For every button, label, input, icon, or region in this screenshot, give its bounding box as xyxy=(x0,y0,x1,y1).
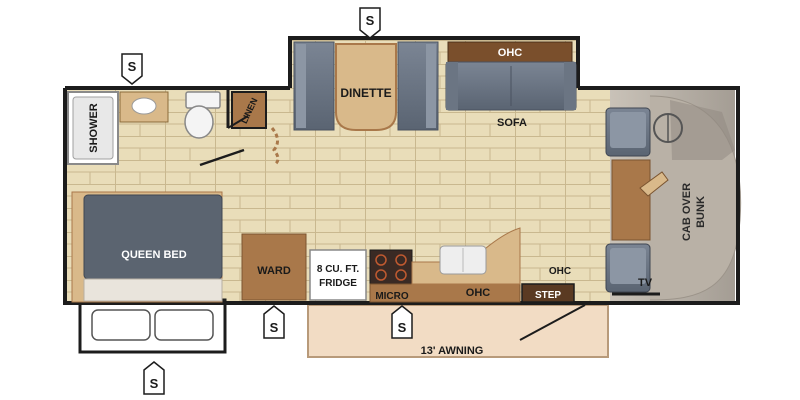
shower-label: SHOWER xyxy=(88,103,100,153)
sofa-label: SOFA xyxy=(497,117,527,129)
awning xyxy=(307,304,609,358)
bathroom-sink xyxy=(119,91,169,123)
slideout-marker-bath: S xyxy=(121,53,143,85)
shower: SHOWER xyxy=(67,91,119,165)
fridge: 8 CU. FT. FRIDGE xyxy=(309,249,367,301)
slideout-marker-ward-label: S xyxy=(270,320,279,335)
ohc-right-label: OHC xyxy=(549,266,571,277)
queen-bed: QUEEN BED xyxy=(71,191,223,303)
queen-bed-label: QUEEN BED xyxy=(121,249,186,261)
cab-over-bunk-label-line2: BUNK xyxy=(695,196,707,228)
dinette-label: DINETTE xyxy=(340,86,391,100)
ohc-top: OHC xyxy=(447,41,573,63)
fridge-label-line2: FRIDGE xyxy=(319,278,357,289)
tv: TV xyxy=(612,277,660,296)
linen-closet: LINEN xyxy=(231,91,267,129)
bathroom-walls xyxy=(199,88,280,167)
slideout-marker-kitchen: S xyxy=(391,305,413,339)
sofa: SOFA xyxy=(445,61,577,129)
driver-seat xyxy=(605,107,651,157)
fridge-label-line1: 8 CU. FT. xyxy=(317,264,359,275)
slideout-marker-top: S xyxy=(359,7,381,39)
slideout-marker-bed: S xyxy=(143,361,165,395)
passenger-seat xyxy=(605,243,651,293)
ward-label: WARD xyxy=(257,265,291,277)
slideout-marker-bed-label: S xyxy=(150,376,159,391)
stove xyxy=(369,249,413,285)
steering-wheel xyxy=(653,113,683,143)
dinette: DINETTE xyxy=(293,41,439,131)
pillows xyxy=(91,309,214,341)
ohc-top-label: OHC xyxy=(498,47,523,59)
micro-label: MICRO xyxy=(375,291,409,302)
wardrobe: WARD xyxy=(241,233,307,301)
slideout-marker-kitchen-label: S xyxy=(398,320,407,335)
slideout-marker-ward: S xyxy=(263,305,285,339)
tv-label: TV xyxy=(638,277,653,289)
slideout-marker-top-label: S xyxy=(366,13,375,28)
cab-over-bunk-label-line1: CAB OVER xyxy=(681,183,693,241)
slideout-marker-bath-label: S xyxy=(128,59,137,74)
awning-label: 13' AWNING xyxy=(421,345,484,357)
toilet xyxy=(184,91,221,139)
entry-step: STEP OHC xyxy=(521,266,575,303)
ohc-kitchen-label: OHC xyxy=(466,287,491,299)
cab-over-bunk: CAB OVER BUNK xyxy=(611,159,707,241)
exterior-walls xyxy=(63,86,740,305)
kitchen-counter: MICRO OHC xyxy=(369,227,521,303)
step-label: STEP xyxy=(535,290,561,301)
